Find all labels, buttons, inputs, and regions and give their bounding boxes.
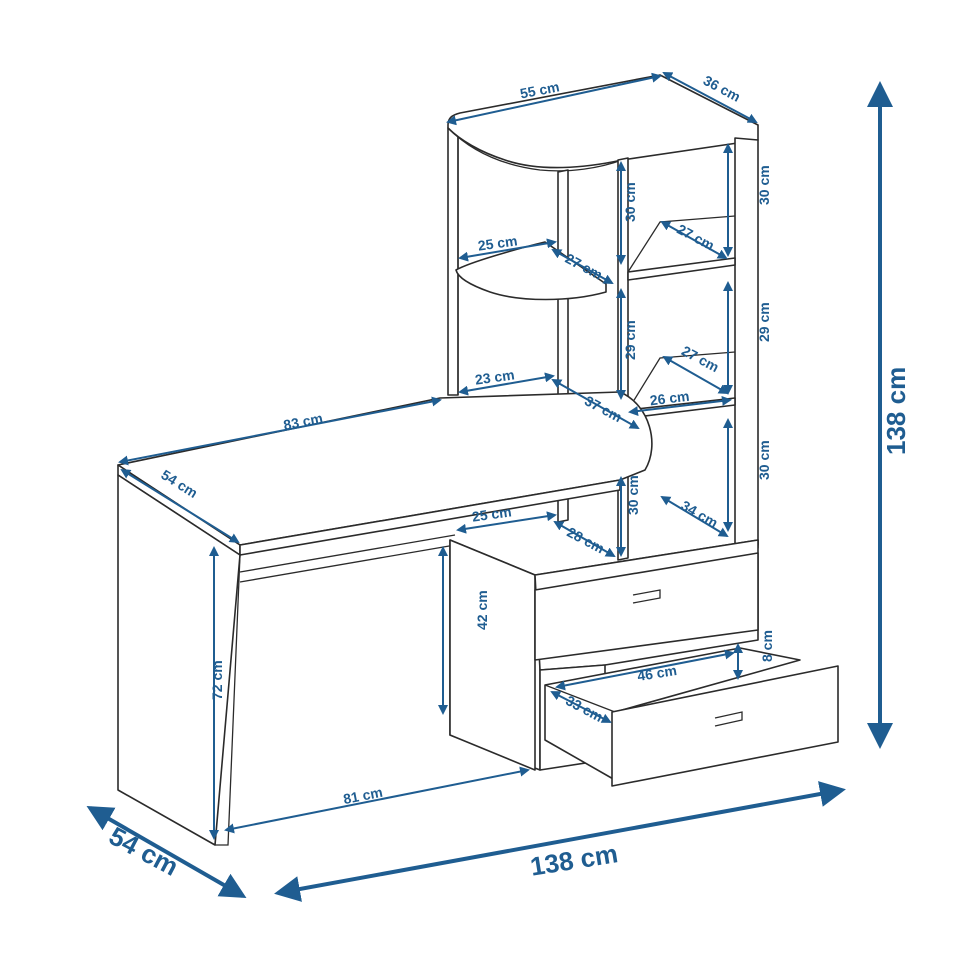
dim-drawer-width xyxy=(555,649,735,691)
dim-under-desk-depth xyxy=(553,521,616,557)
label-floor-gap: 81 cm xyxy=(342,784,384,807)
label-top-width: 55 cm xyxy=(519,78,561,101)
label-upper-shelf-width: 25 cm xyxy=(477,232,519,253)
label-drawer-width: 46 cm xyxy=(636,662,678,684)
label-drawer-height: 8 cm xyxy=(759,630,775,662)
label-middle-left-height: 29 cm xyxy=(622,320,638,360)
label-desk-shelf-width: 23 cm xyxy=(474,366,516,387)
label-middle-right-height: 29 cm xyxy=(756,302,772,342)
label-lower-right-depth: 34 cm xyxy=(678,497,720,531)
label-middle-right-width: 26 cm xyxy=(649,388,690,409)
label-desk-length: 83 cm xyxy=(282,410,324,433)
dim-top-width xyxy=(446,72,662,126)
dim-desk-shelf-width xyxy=(458,372,555,396)
label-under-desk-height: 30 cm xyxy=(625,475,641,515)
dim-floor-gap xyxy=(224,766,530,834)
label-lower-right-height: 30 cm xyxy=(756,440,772,480)
dim-desk-depth xyxy=(120,468,240,544)
label-upper-right-depth: 27 cm xyxy=(675,221,718,254)
label-total-depth: 54 cm xyxy=(104,821,183,882)
dim-upper-shelf-width xyxy=(458,238,557,262)
dim-upper-shelf-depth xyxy=(551,249,614,284)
label-under-desk-depth: 28 cm xyxy=(565,524,608,557)
dim-total-width xyxy=(274,781,846,902)
furniture-drawing xyxy=(117,74,839,846)
label-under-desk-width: 25 cm xyxy=(471,503,513,524)
dim-middle-right-depth xyxy=(662,356,729,394)
dim-upper-right-depth xyxy=(660,221,728,259)
dim-desk-shelf-depth xyxy=(551,379,640,429)
label-upper-left-height: 30 cm xyxy=(622,182,638,222)
dim-top-depth xyxy=(662,72,758,123)
label-cabinet-height: 42 cm xyxy=(474,590,490,630)
dim-under-desk-width xyxy=(456,511,557,534)
dim-desk-length xyxy=(118,396,442,466)
label-total-height: 138 cm xyxy=(881,367,911,455)
dim-drawer-depth xyxy=(550,691,612,723)
dim-middle-right-width xyxy=(628,395,732,417)
dim-total-depth xyxy=(86,806,247,898)
label-desk-height: 72 cm xyxy=(209,660,225,700)
label-upper-right-height: 30 cm xyxy=(756,165,772,205)
dim-lower-right-depth xyxy=(660,495,729,538)
